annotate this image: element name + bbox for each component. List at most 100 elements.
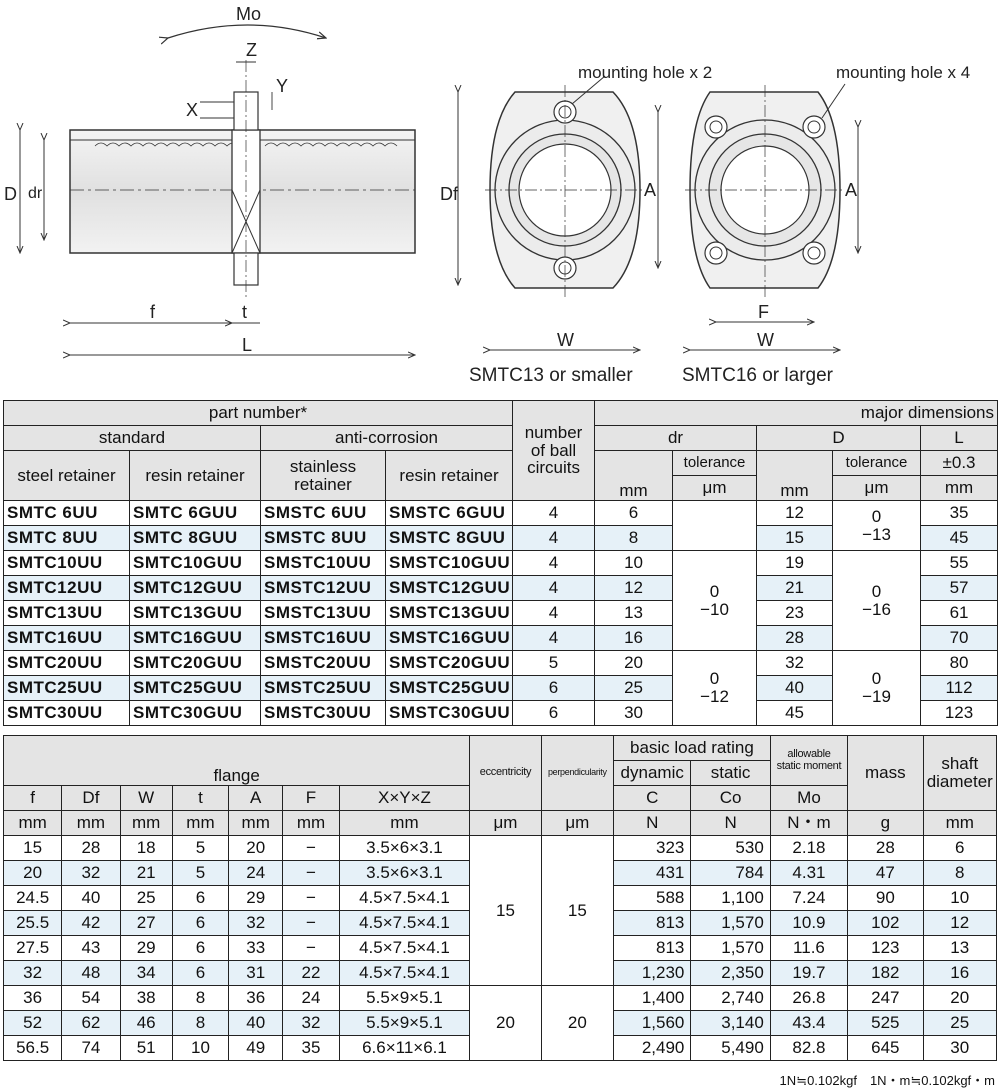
flange-t: 5 bbox=[171, 835, 230, 861]
flange-xyz: 5.5×9×5.1 bbox=[338, 985, 471, 1011]
flange-f-cap: 24 bbox=[282, 985, 340, 1011]
flange-df: 54 bbox=[61, 985, 121, 1011]
flange-w: 21 bbox=[119, 860, 173, 886]
dr-mm: 8 bbox=[594, 525, 674, 551]
resin-ac-retainer-part: SMSTC12GUU bbox=[384, 575, 514, 601]
mass: 123 bbox=[847, 935, 924, 961]
unit-xyz: mm bbox=[338, 810, 471, 836]
unit-t: mm bbox=[171, 810, 230, 836]
unit-c: N bbox=[613, 810, 692, 836]
steel-retainer-part: SMTC12UU bbox=[3, 575, 130, 601]
flange-df: 32 bbox=[61, 860, 121, 886]
header-static: static bbox=[690, 760, 771, 786]
flange-f: 32 bbox=[2, 960, 63, 986]
mass: 47 bbox=[847, 860, 924, 886]
label-w-small: W bbox=[557, 330, 574, 350]
resin-retainer-part: SMTC30GUU bbox=[129, 700, 261, 726]
header-d-tolerance: tolerance bbox=[832, 450, 922, 476]
flange-t: 5 bbox=[171, 860, 230, 886]
dynamic-load: 323 bbox=[613, 835, 692, 861]
l-mm: 61 bbox=[920, 600, 999, 626]
header-a: A bbox=[228, 785, 284, 811]
shaft-diameter: 20 bbox=[922, 985, 998, 1011]
unit-l-mm: mm bbox=[920, 475, 999, 501]
d-mm: 40 bbox=[756, 675, 834, 701]
unit-mass: g bbox=[847, 810, 924, 836]
unit-f-cap: mm bbox=[282, 810, 340, 836]
steel-retainer-part: SMTC13UU bbox=[3, 600, 130, 626]
ball-circuits: 5 bbox=[512, 650, 596, 676]
flange-t: 6 bbox=[171, 935, 230, 961]
d-mm: 19 bbox=[756, 550, 834, 576]
mass: 182 bbox=[847, 960, 924, 986]
flange-df: 62 bbox=[61, 1010, 121, 1036]
ball-circuits: 4 bbox=[512, 625, 596, 651]
static-load: 5,490 bbox=[690, 1035, 771, 1061]
flange-f-cap: 35 bbox=[282, 1035, 340, 1061]
label-t: t bbox=[242, 302, 247, 322]
dr-tol-lower: −12 bbox=[700, 687, 729, 706]
label-x: X bbox=[186, 100, 198, 120]
flange-t: 8 bbox=[171, 1010, 230, 1036]
flange-w: 51 bbox=[119, 1035, 173, 1061]
resin-retainer-part: SMTC12GUU bbox=[129, 575, 261, 601]
flange-t: 10 bbox=[171, 1035, 230, 1061]
flange-w: 34 bbox=[119, 960, 173, 986]
label-y: Y bbox=[276, 76, 288, 96]
static-moment: 10.9 bbox=[769, 910, 849, 936]
header-xyz: X×Y×Z bbox=[338, 785, 471, 811]
flange-df: 42 bbox=[61, 910, 121, 936]
l-mm: 80 bbox=[920, 650, 999, 676]
dr-tolerance: 0−12 bbox=[672, 650, 758, 726]
eccentricity: 20 bbox=[469, 985, 542, 1061]
flange-f: 25.5 bbox=[2, 910, 63, 936]
header-standard: standard bbox=[3, 425, 261, 451]
label-df: Df bbox=[440, 184, 459, 204]
flange-xyz: 4.5×7.5×4.1 bbox=[338, 960, 471, 986]
flange-xyz: 4.5×7.5×4.1 bbox=[338, 935, 471, 961]
steel-retainer-part: SMTC 8UU bbox=[3, 525, 130, 551]
d-tol-upper: 0 bbox=[871, 581, 882, 601]
stainless-retainer-part: SMSTC 8UU bbox=[260, 525, 386, 551]
d-tolerance: 0−13 bbox=[832, 500, 922, 551]
flange-f-cap: − bbox=[282, 910, 340, 936]
header-resin-retainer: resin retainer bbox=[129, 450, 261, 501]
header-anti-corrosion: anti-corrosion bbox=[259, 425, 514, 451]
resin-ac-retainer-part: SMSTC30GUU bbox=[384, 700, 514, 726]
d-tolerance: 0−19 bbox=[832, 650, 922, 726]
flange-w: 18 bbox=[119, 835, 173, 861]
unit-d-mm: mm bbox=[756, 450, 834, 501]
ball-circuits: 6 bbox=[512, 700, 596, 726]
static-moment: 11.6 bbox=[769, 935, 849, 961]
resin-ac-retainer-part: SMSTC25GUU bbox=[384, 675, 514, 701]
resin-retainer-part: SMTC10GUU bbox=[129, 550, 261, 576]
caption-small: SMTC13 or smaller bbox=[469, 365, 633, 386]
static-load: 2,350 bbox=[690, 960, 771, 986]
stainless-retainer-part: SMSTC12UU bbox=[260, 575, 386, 601]
ball-circuits: 4 bbox=[512, 550, 596, 576]
l-mm: 55 bbox=[920, 550, 999, 576]
flange-df: 40 bbox=[61, 885, 121, 911]
flange-xyz: 4.5×7.5×4.1 bbox=[338, 910, 471, 936]
static-moment: 2.18 bbox=[769, 835, 849, 861]
resin-retainer-part: SMTC16GUU bbox=[129, 625, 261, 651]
flange-w: 46 bbox=[119, 1010, 173, 1036]
unit-co: N bbox=[690, 810, 771, 836]
resin-ac-retainer-part: SMSTC13GUU bbox=[384, 600, 514, 626]
d-mm: 21 bbox=[756, 575, 834, 601]
shaft-diameter: 10 bbox=[922, 885, 998, 911]
static-load: 2,740 bbox=[690, 985, 771, 1011]
flange-df: 43 bbox=[61, 935, 121, 961]
static-moment: 7.24 bbox=[769, 885, 849, 911]
flange-f-cap: − bbox=[282, 835, 340, 861]
dynamic-load: 431 bbox=[613, 860, 692, 886]
stainless-retainer-part: SMSTC20UU bbox=[260, 650, 386, 676]
unit-perp: μm bbox=[540, 810, 615, 836]
